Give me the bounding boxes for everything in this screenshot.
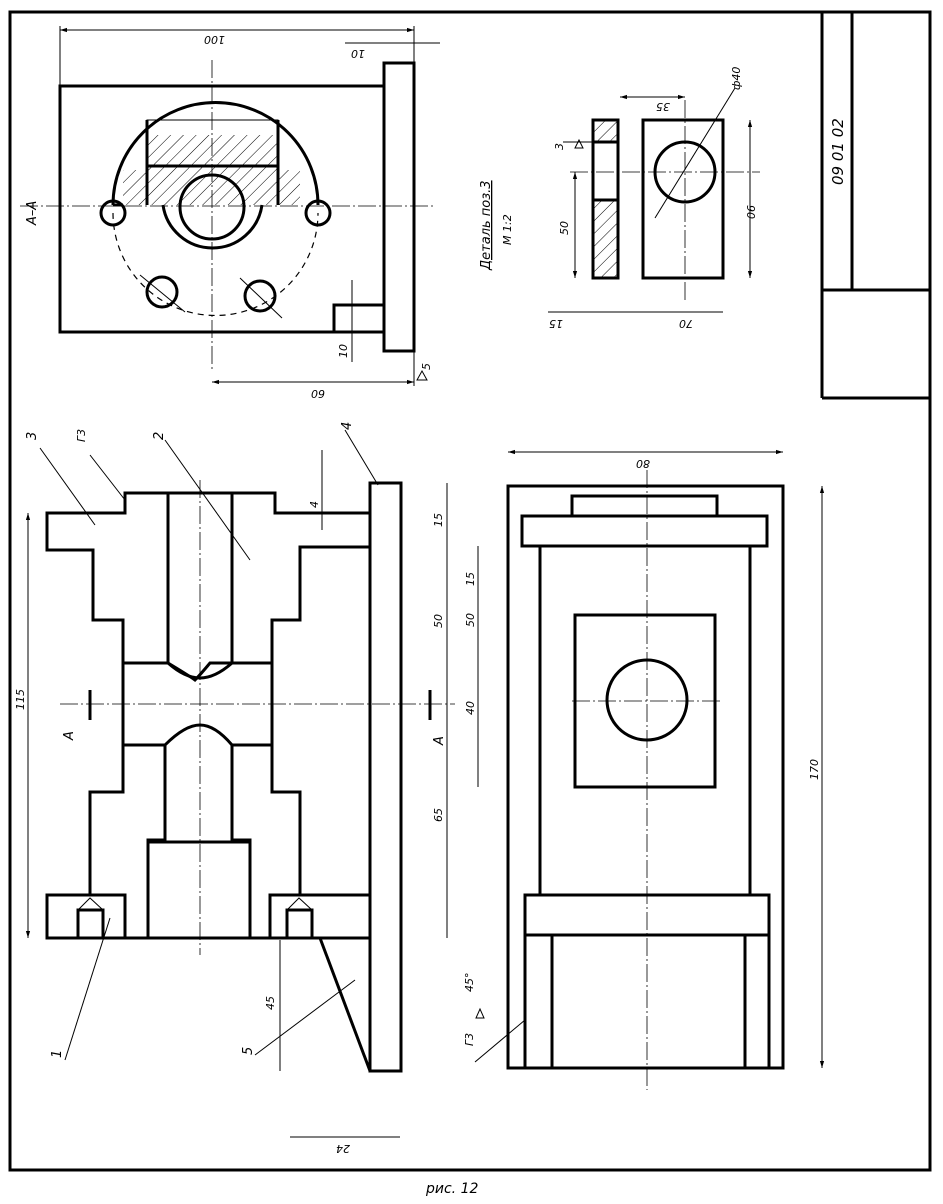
dim-115: 115 [14,689,27,710]
dim-50: 50 [558,221,571,235]
dim-d40: ф40 [730,67,743,90]
roughness-angle: 45° [463,973,476,993]
dim-side-15: 15 [464,572,477,586]
side-view: 80 170 15 50 40 Г3 45° [463,449,825,1090]
dim-90: 90 [744,205,757,219]
dim-front-50: 50 [432,614,445,628]
note-title: Деталь поз.3 [479,180,494,271]
roughness-g3: Г3 [75,429,88,442]
note-scale: М 1:2 [501,214,514,245]
section-label: А–А [25,201,40,226]
dim-170: 170 [808,759,821,780]
dim-80: 80 [636,457,650,470]
pos-3: 3 [25,432,40,440]
section-mark-a-left: А [62,731,77,741]
drawing-frame [8,10,932,1172]
pos-4: 4 [340,422,355,430]
dim-front-4: 4 [308,501,321,508]
dim-front-15: 15 [432,513,445,527]
pos-2: 2 [152,432,167,440]
dim-front-65: 65 [432,808,445,822]
drawing-code: 09 01 02 [829,118,847,185]
dim-side-40: 40 [464,701,477,715]
section-mark-a-right: А [432,736,447,746]
dim-10-top: 10 [351,47,365,60]
detail-pos3: ф40 35 50 90 15 70 3 [548,67,760,330]
dim-side-50: 50 [464,613,477,627]
front-view: А А 115 15 50 65 4 45 24 3 Г3 2 4 1 5 [14,422,455,1155]
dim-100: 100 [204,33,225,46]
dim-35: 35 [656,100,670,113]
weld-5: 5 [420,363,433,370]
section-view-aa: А–А 100 10 60 10 5 [20,26,440,400]
dim-front-45: 45 [264,996,277,1010]
dim-front-24: 24 [336,1142,350,1155]
dim-15: 15 [549,317,563,330]
dim-10-bottom: 10 [337,344,350,358]
dim-70: 70 [679,317,693,330]
pos-1: 1 [50,1050,65,1058]
roughness-g3-side: Г3 [463,1033,476,1046]
figure-caption: рис. 12 [425,1181,478,1197]
dim-3: 3 [553,143,566,150]
dim-60: 60 [311,387,325,400]
title-block: 09 01 02 [820,12,930,400]
pos-5: 5 [241,1047,256,1055]
